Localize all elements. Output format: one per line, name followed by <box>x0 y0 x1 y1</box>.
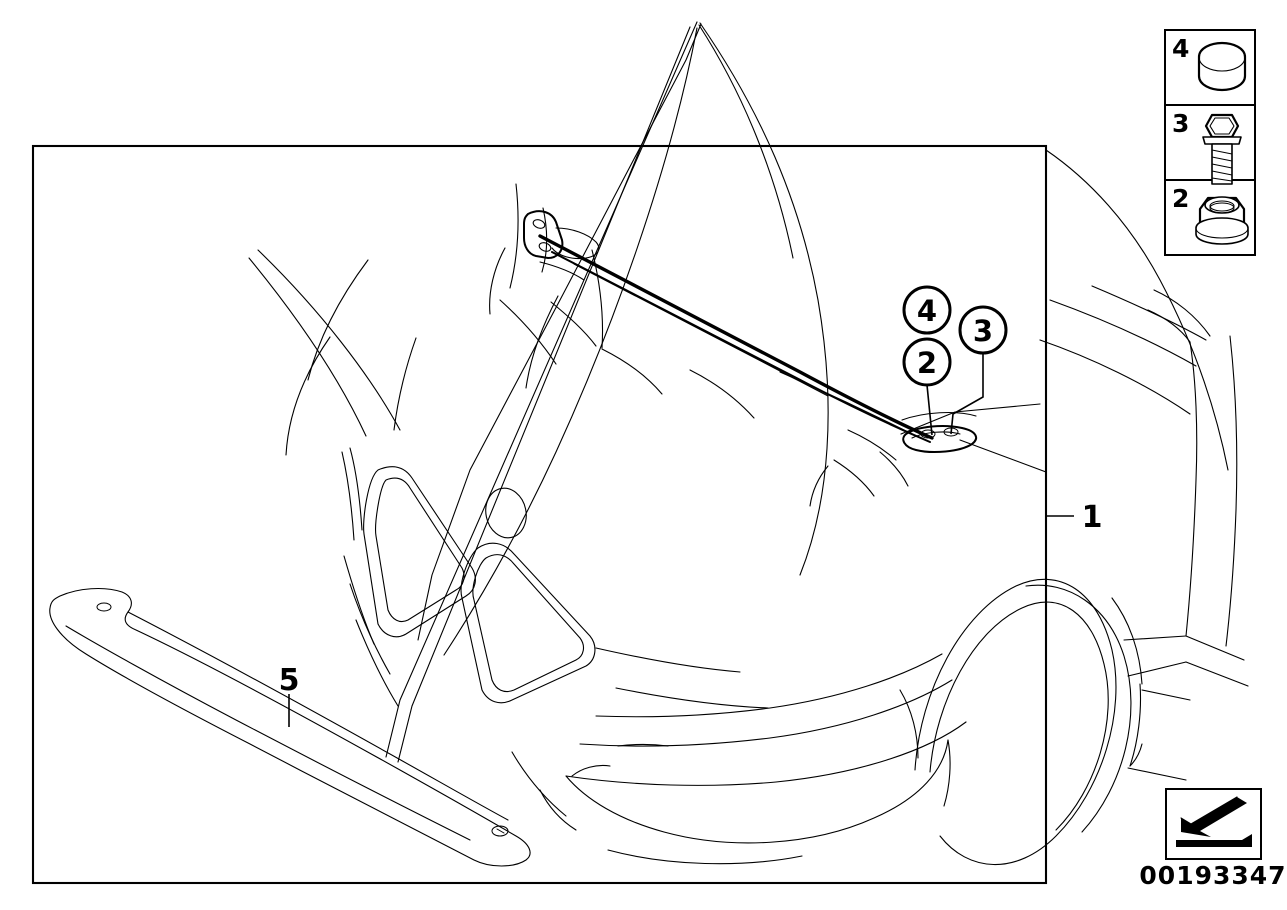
leader-2 <box>926 384 933 436</box>
callout-bubble-3[interactable] <box>958 305 1008 355</box>
vehicle-illustration <box>248 21 1249 865</box>
callout-label-5: 5 <box>279 663 300 698</box>
callout-label-2: 2 <box>917 346 937 380</box>
callout-2[interactable]: 2 <box>902 337 952 387</box>
direction-arrow-icon <box>1176 796 1252 847</box>
main-illustration-border <box>31 144 1048 885</box>
callout-leaders <box>288 353 1074 727</box>
callout-label-3: 3 <box>973 314 993 348</box>
callout-label-4: 4 <box>917 294 937 328</box>
engine-bay-structures <box>489 247 1047 507</box>
right-body-side <box>914 149 1249 865</box>
hood-open <box>285 21 829 763</box>
callout-bubble-4[interactable] <box>902 285 952 335</box>
legend-number-3: 3 <box>1172 109 1189 138</box>
legend-number-4: 4 <box>1172 34 1189 63</box>
leader-3 <box>950 353 984 435</box>
legend-number-2: 2 <box>1172 184 1189 213</box>
callout-4[interactable]: 4 <box>902 285 952 335</box>
parts-legend-box: 4 3 2 <box>1164 29 1256 256</box>
callout-label-1: 1 <box>1082 500 1103 535</box>
hex-flange-nut-icon <box>1195 196 1249 245</box>
front-spoiler-lip <box>49 588 531 867</box>
diagram-id-block: 00193347 <box>1139 788 1286 890</box>
callout-3[interactable]: 3 <box>958 305 1008 355</box>
windshield-and-cowl <box>248 183 604 437</box>
callout-bubble-2[interactable] <box>902 337 952 387</box>
protective-cap-icon <box>1197 41 1247 92</box>
direction-icon-box <box>1165 788 1262 860</box>
legend-outline <box>1164 29 1256 256</box>
hex-flange-bolt-icon <box>1202 113 1242 185</box>
lower-bumper <box>511 653 967 865</box>
strut-tower-brace <box>523 210 978 453</box>
front-fascia <box>341 337 769 709</box>
diagram-id-text: 00193347 <box>1139 861 1286 890</box>
